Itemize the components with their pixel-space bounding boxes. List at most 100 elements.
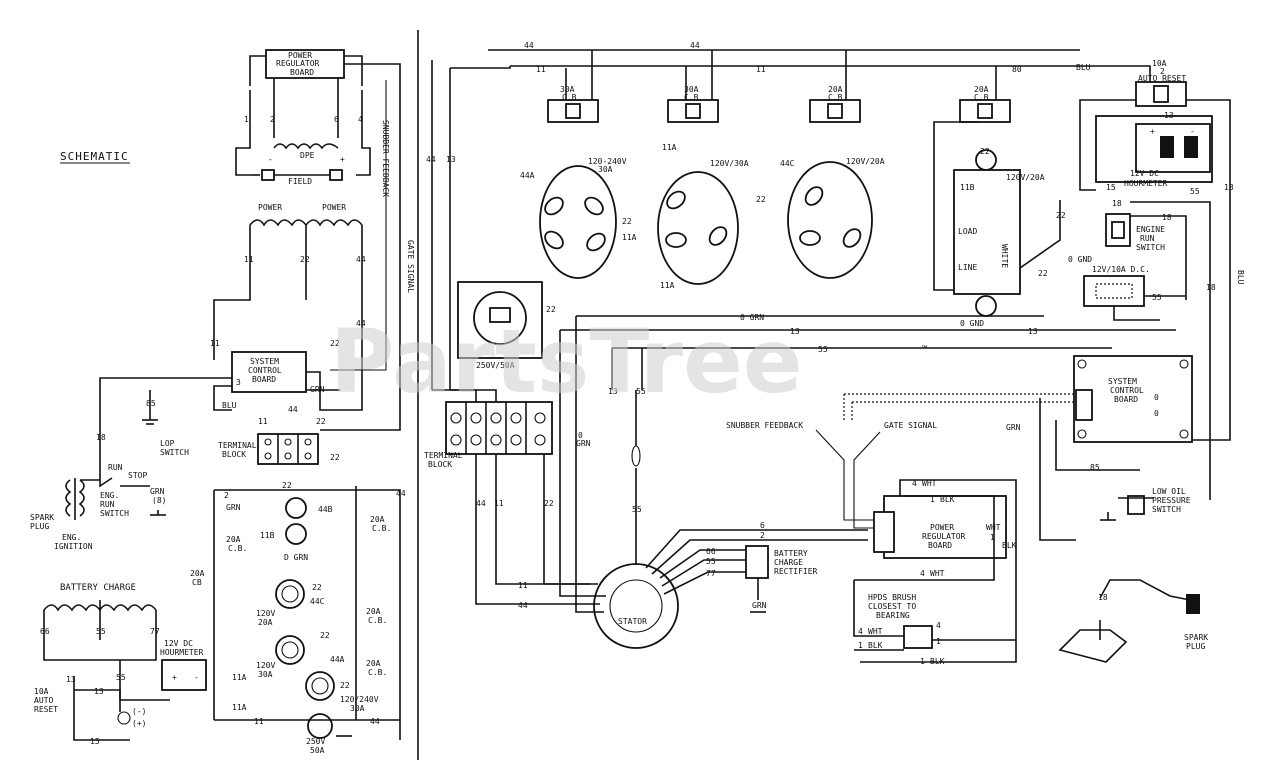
svg-text:22: 22: [282, 481, 292, 490]
svg-text:120V/20A: 120V/20A: [846, 157, 885, 166]
svg-text:CLOSEST TO: CLOSEST TO: [868, 602, 916, 611]
cb-30a-right-2: 30A C.B: [667, 50, 719, 123]
svg-text:BLU: BLU: [1076, 63, 1091, 72]
svg-text:GRN: GRN: [150, 487, 165, 496]
svg-text:PLUG: PLUG: [30, 522, 49, 531]
svg-text:TERMINAL: TERMINAL: [218, 441, 257, 450]
svg-text:77: 77: [150, 627, 160, 636]
power-regulator-board-right: POWER REGULATOR BOARD 4 WHT 1 BLK 1 BLK …: [873, 479, 1017, 640]
svg-text:SPARK: SPARK: [30, 513, 54, 522]
svg-text:0: 0: [1154, 393, 1159, 402]
svg-text:AUTO: AUTO: [34, 696, 53, 705]
ignition-coil: SPARK PLUG ENG. IGNITION: [30, 478, 100, 551]
svg-text:20A: 20A: [370, 515, 385, 524]
svg-text:GRN: GRN: [752, 601, 767, 610]
dpe-winding: DPE - +: [268, 143, 345, 164]
system-control-board-right: SYSTEM CONTROL BOARD 0 0: [1073, 355, 1193, 443]
svg-text:15: 15: [1106, 183, 1116, 192]
stator: STATOR: [593, 563, 679, 649]
svg-text:18: 18: [1098, 593, 1108, 602]
spark-plug-right: SPARK PLUG 18: [1058, 579, 1208, 663]
svg-text:BLK: BLK: [940, 495, 955, 504]
svg-text:11B: 11B: [960, 183, 975, 192]
auto-reset-right: 10A 2 AUTO RESET: [1079, 59, 1231, 441]
svg-text:BOARD: BOARD: [290, 68, 314, 77]
receptacle-column-left: 22 44 2 GRN 44B 11B D GRN 20A C.B. 20A C…: [190, 481, 406, 755]
svg-text:ENG.: ENG.: [62, 533, 81, 542]
svg-text:C.B.: C.B.: [368, 668, 387, 677]
svg-text:18: 18: [1206, 283, 1216, 292]
svg-text:+: +: [1150, 127, 1155, 136]
svg-text:BLU: BLU: [222, 401, 237, 410]
svg-text:22: 22: [320, 631, 330, 640]
snubber-feedback-right: SNUBBER FEEDBACK: [726, 421, 803, 430]
svg-text:44A: 44A: [520, 171, 535, 180]
svg-text:C.B.: C.B.: [228, 544, 247, 553]
svg-text:0: 0: [578, 431, 583, 440]
svg-text:10A: 10A: [34, 687, 49, 696]
svg-text:44: 44: [426, 155, 436, 164]
svg-text:66: 66: [706, 547, 716, 556]
svg-text:IGNITION: IGNITION: [54, 542, 93, 551]
receptacle-120v-20a-a: 120V/20A 44C: [780, 157, 885, 279]
svg-text:44B: 44B: [318, 505, 333, 514]
svg-text:BLK: BLK: [868, 641, 883, 650]
svg-text:18: 18: [1162, 213, 1172, 222]
svg-text:0 GND: 0 GND: [960, 319, 984, 328]
svg-text:2: 2: [1160, 67, 1165, 76]
svg-text:11: 11: [210, 339, 220, 348]
receptacle-250v-50a: 250V/50A 22: [457, 281, 556, 370]
svg-text:44: 44: [288, 405, 298, 414]
svg-text:30A: 30A: [598, 165, 613, 174]
svg-text:0 GND: 0 GND: [1068, 255, 1092, 264]
svg-text:120V/30A: 120V/30A: [710, 159, 749, 168]
svg-text:11: 11: [518, 581, 528, 590]
svg-text:BLK: BLK: [930, 657, 945, 666]
svg-text:SYSTEM: SYSTEM: [250, 357, 279, 366]
svg-text:FIELD: FIELD: [288, 177, 312, 186]
terminal-block-right: TERMINAL BLOCK: [424, 401, 553, 469]
svg-text:13: 13: [1028, 327, 1038, 336]
svg-text:0 GRN: 0 GRN: [740, 313, 764, 322]
svg-text:22: 22: [544, 499, 554, 508]
brush-assembly-note: HPDS BRUSH CLOSEST TO BEARING 4 WHT 4 WH…: [853, 560, 1017, 666]
svg-text:85: 85: [1090, 463, 1100, 472]
svg-text:RESET: RESET: [34, 705, 58, 714]
svg-text:STOP: STOP: [128, 471, 147, 480]
svg-text:22: 22: [1038, 269, 1048, 278]
svg-text:POWER: POWER: [322, 203, 346, 212]
svg-text:13: 13: [1224, 183, 1234, 192]
battery-charge-rectifier: BATTERY CHARGE RECTIFIER GRN: [745, 545, 818, 613]
svg-text:REGULATOR: REGULATOR: [922, 532, 966, 541]
svg-text:12V DC: 12V DC: [1130, 169, 1159, 178]
svg-text:85: 85: [146, 399, 156, 408]
svg-text:30A: 30A: [258, 670, 273, 679]
cb-20a-right-1: 20A C.B: [809, 50, 861, 123]
svg-text:44: 44: [356, 319, 366, 328]
svg-text:22: 22: [340, 681, 350, 690]
gate-signal-right: GATE SIGNAL: [884, 421, 937, 430]
svg-text:120/240V: 120/240V: [340, 695, 379, 704]
svg-text:POWER: POWER: [288, 51, 312, 60]
svg-text:55: 55: [632, 505, 642, 514]
svg-text:44: 44: [476, 499, 486, 508]
svg-text:POWER: POWER: [930, 523, 954, 532]
svg-text:AUTO RESET: AUTO RESET: [1138, 74, 1186, 83]
svg-text:C.B: C.B: [562, 93, 577, 102]
svg-text:GRN: GRN: [310, 385, 325, 394]
svg-text:44: 44: [370, 717, 380, 726]
svg-text:SWITCH: SWITCH: [100, 509, 129, 518]
svg-text:C.B: C.B: [684, 93, 699, 102]
svg-text:44: 44: [690, 41, 700, 50]
svg-text:SYSTEM: SYSTEM: [1108, 377, 1137, 386]
svg-text:22: 22: [330, 453, 340, 462]
svg-text:LOP: LOP: [160, 439, 175, 448]
svg-text:44C: 44C: [310, 597, 325, 606]
dc-rectifier-12v-10a: 12V/10A D.C. 55 0 GND: [1068, 255, 1186, 321]
svg-text:11A: 11A: [660, 281, 675, 290]
svg-text:1: 1: [858, 641, 863, 650]
low-oil-pressure-switch: LOW OIL PRESSURE SWITCH: [1100, 487, 1191, 521]
svg-text:55: 55: [1190, 187, 1200, 196]
svg-text:ENGINE: ENGINE: [1136, 225, 1165, 234]
